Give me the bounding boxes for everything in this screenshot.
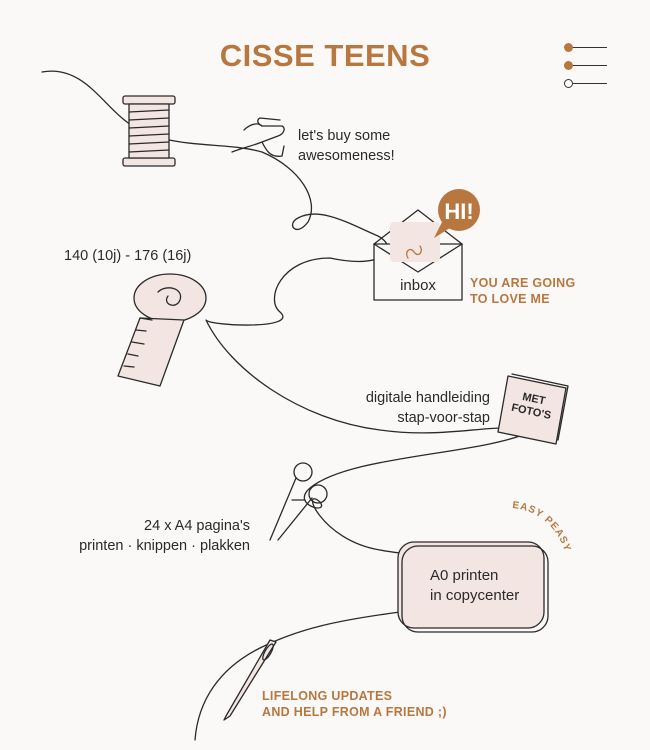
a0-label: A0 printen in copycenter <box>430 567 520 604</box>
menu-dot-2 <box>564 61 573 70</box>
pages-label: 24 x A4 pagina's printen · knippen · pla… <box>79 518 250 554</box>
pointing-hand-icon <box>231 117 285 157</box>
menu-line-2 <box>573 65 607 67</box>
photo-badge-line1: MET <box>521 391 546 408</box>
sizes-label: 140 (10j) - 176 (16j) <box>64 248 192 264</box>
buy-label: let's buy some awesomeness! <box>298 128 395 164</box>
needle-icon <box>223 639 277 721</box>
spool-icon <box>122 95 176 167</box>
menu-dot-3 <box>564 79 573 88</box>
measuring-tape-icon <box>117 273 207 387</box>
inbox-label: inbox <box>400 277 436 294</box>
manual-label: digitale handleiding stap-voor-stap <box>365 390 490 426</box>
hi-speech-bubble <box>434 189 480 238</box>
hamburger-menu-icon[interactable] <box>560 42 610 90</box>
hi-badge-text: HI! <box>444 199 473 224</box>
menu-dot-1 <box>564 43 573 52</box>
updates-label: LIFELONG UPDATES AND HELP FROM A FRIEND … <box>262 689 447 719</box>
menu-line-3 <box>573 83 607 85</box>
envelope-icon <box>373 209 463 301</box>
menu-line-1 <box>573 47 607 49</box>
inbox-note: YOU ARE GOING TO LOVE ME <box>470 276 576 306</box>
a0-box <box>397 541 549 633</box>
scissors-icon <box>269 462 328 541</box>
page-title: CISSE TEENS <box>219 38 431 73</box>
photo-tag-badge <box>497 373 569 445</box>
